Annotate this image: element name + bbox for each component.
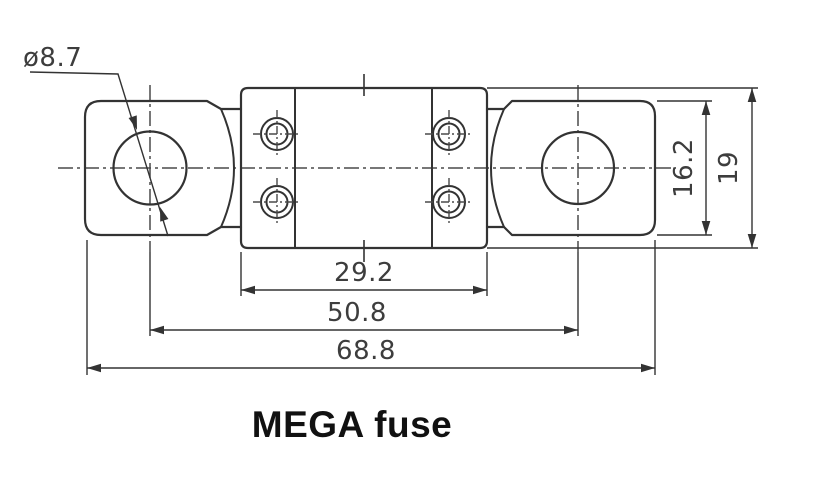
rivet-top-left xyxy=(252,109,302,159)
arrowhead-right xyxy=(473,285,487,295)
dimension-hole-diameter: ø8.7 xyxy=(23,43,169,237)
dimension-body-height: 19 xyxy=(487,87,758,249)
rivet-bottom-left xyxy=(252,177,302,227)
terminal-height-label: 16.2 xyxy=(669,138,699,198)
dimension-hole-spacing: 50.8 xyxy=(149,252,579,336)
central-body-outline xyxy=(239,86,489,250)
arrowhead-bottom xyxy=(701,221,711,235)
right-bolt-hole xyxy=(540,130,616,206)
hole-diameter-label: ø8.7 xyxy=(23,43,82,73)
arrowhead-right xyxy=(641,363,655,373)
arrowhead-top xyxy=(747,88,757,102)
left-terminal-outline xyxy=(83,99,243,237)
arrowhead-bottom xyxy=(747,234,757,248)
right-clamp-seam-curve xyxy=(490,108,505,228)
arrowhead-left xyxy=(87,363,101,373)
left-clamp-seam-curve xyxy=(220,108,235,228)
hole-spacing-label: 50.8 xyxy=(327,298,387,328)
body-height-label: 19 xyxy=(714,151,744,185)
drawing-title: MEGA fuse xyxy=(252,404,452,445)
arrowhead-right xyxy=(564,325,578,335)
arrowhead-top xyxy=(701,101,711,115)
hole-diameter-leader-line xyxy=(29,71,169,237)
bolt-holes xyxy=(112,130,616,206)
leader-arrowhead-bottom xyxy=(155,205,169,222)
right-terminal-outline xyxy=(485,99,657,237)
dimension-terminal-height: 16.2 xyxy=(657,100,712,236)
fuse-outline xyxy=(83,86,657,250)
centerlines xyxy=(58,74,676,262)
dimension-body-width: 29.2 xyxy=(240,252,488,296)
arrowhead-left xyxy=(241,285,255,295)
arrowhead-left xyxy=(150,325,164,335)
dimension-overall-length: 68.8 xyxy=(86,240,656,375)
body-width-label: 29.2 xyxy=(334,258,394,288)
left-bolt-hole xyxy=(112,130,188,206)
overall-length-label: 68.8 xyxy=(336,336,396,366)
